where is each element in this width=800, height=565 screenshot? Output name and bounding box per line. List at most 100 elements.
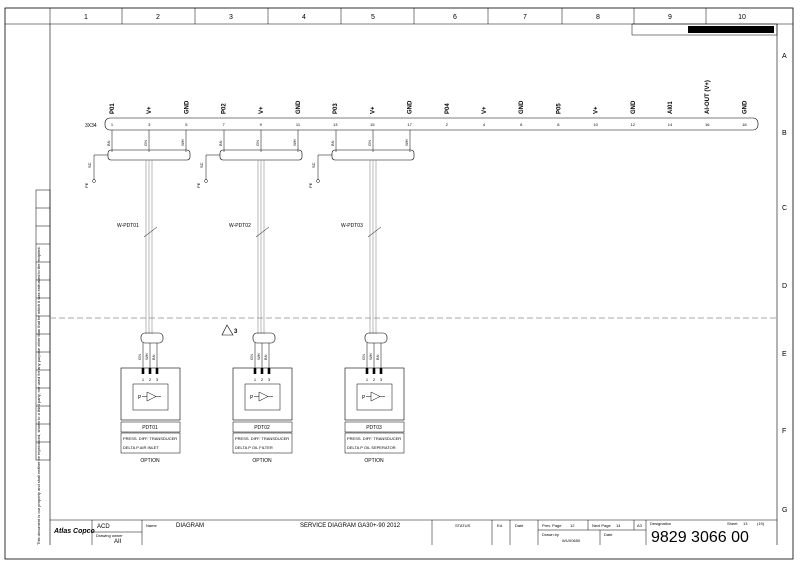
sensor-terminal: [267, 368, 271, 374]
sensor-desc-1: PRESS. DIFF. TRANSDUCER: [347, 436, 401, 441]
sheet-label: Sheet: [727, 521, 738, 526]
pin-label: GND: [408, 100, 414, 114]
sensor-wire-gn: GN: [137, 354, 142, 360]
terminal-number: 1: [366, 377, 369, 382]
column-label: 8: [596, 14, 600, 21]
pin-number: 16: [705, 122, 710, 127]
next-page-label: Next Page: [592, 523, 611, 528]
pin-label: P02: [222, 103, 228, 114]
date2-label: Date: [604, 532, 613, 537]
sensor-desc-2: DELTA P OIL FILTER: [235, 445, 273, 450]
drawing-owner-label: Drawing owner: [96, 533, 123, 538]
sensor-tag-box: [344, 421, 405, 433]
pe-terminal: [92, 179, 96, 183]
sensor-terminal: [253, 368, 257, 374]
column-label: 9: [668, 14, 672, 21]
sensor-option: OPTION: [252, 458, 272, 464]
shield-label: SC: [199, 162, 204, 168]
pin-label: V+: [259, 106, 265, 114]
pin-number: 14: [668, 122, 673, 127]
pin-label: V+: [594, 106, 600, 114]
sensor-wire-gn: GN: [361, 354, 366, 360]
shield-label: SC: [87, 162, 92, 168]
sensor-desc-box: [232, 432, 293, 454]
pin-label: P01: [110, 103, 116, 114]
pin-number: 1: [111, 122, 114, 127]
wire-wh-label: WH: [404, 139, 409, 146]
sensor-desc-box: [344, 432, 405, 454]
column-label: 2: [156, 14, 160, 21]
row-label: G: [782, 507, 787, 514]
revision-number: 3: [234, 329, 238, 335]
terminal-number: 3: [156, 377, 159, 382]
pin-number: 6: [520, 122, 523, 127]
sensor-symbol: P: [138, 395, 142, 401]
pin-number: 9: [260, 122, 263, 127]
wire-bn-label: BN: [330, 140, 335, 146]
column-label: 1: [84, 14, 88, 21]
pin-number: 5: [185, 122, 188, 127]
name-label: Name: [146, 523, 157, 528]
sensor-terminal: [260, 368, 264, 374]
title-block: [50, 519, 777, 545]
drawn-by-label: Drawn by: [542, 532, 559, 537]
wire-gn-label: GN: [255, 140, 260, 146]
edition-label: Ed.: [497, 523, 503, 528]
sensor-wire-bn: BN: [151, 354, 156, 360]
column-label: 4: [302, 14, 306, 21]
prev-page-value: 12: [570, 523, 575, 528]
pin-number: 8: [557, 122, 560, 127]
atlas-copco-logo: Atlas Copco: [53, 528, 96, 535]
drawn-by-value: WUX0650: [562, 538, 581, 543]
connector-pins: P011V+3GND5P027V+9GND11P0313V+15GND17P04…: [110, 80, 748, 127]
wire-wh-label: WH: [292, 139, 297, 146]
sheet-total: (19): [757, 521, 765, 526]
sensor-wire-bn: BN: [263, 354, 268, 360]
sensor-tag: PDT01: [142, 425, 158, 431]
pin-number: 10: [593, 122, 598, 127]
sensor-wire-wh: WH: [256, 353, 261, 360]
row-label: B: [782, 130, 787, 137]
connector-name: 3X34: [85, 123, 97, 129]
pin-label: AI-OUT (V+): [705, 80, 711, 114]
sensor-desc-1: PRESS. DIFF. TRANSDUCER: [123, 436, 177, 441]
amplifier-box: [356, 383, 393, 411]
sheet-number: 13: [743, 521, 748, 526]
row-label: D: [782, 283, 787, 290]
column-label: 6: [453, 14, 457, 21]
wire-bn-label: BN: [106, 140, 111, 146]
sensor-wire-wh: WH: [368, 353, 373, 360]
column-label: 5: [371, 14, 375, 21]
pin-number: 11: [296, 122, 301, 127]
sensor-tag: PDT02: [254, 425, 270, 431]
sensor-shield: [252, 332, 276, 344]
top-right-box: [631, 23, 778, 36]
row-label: F: [782, 428, 786, 435]
pin-label: GND: [742, 100, 748, 114]
next-page-value: 14: [616, 523, 621, 528]
terminal-number: 1: [142, 377, 145, 382]
sensor-symbol: P: [250, 395, 254, 401]
outer-frame: [4, 7, 794, 560]
connector-strip: [104, 117, 759, 131]
terminal-number: 2: [261, 377, 264, 382]
sensor-wire-wh: WH: [144, 353, 149, 360]
wire-bn-label: BN: [218, 140, 223, 146]
sensor-tag: PDT03: [366, 425, 382, 431]
wire-gn-label: GN: [367, 140, 372, 146]
terminal-number: 3: [268, 377, 271, 382]
designation-label: Designation: [650, 521, 671, 526]
cable-break: [367, 226, 382, 238]
sensor-terminal: [148, 368, 152, 374]
wire-gn-label: GN: [143, 140, 148, 146]
sensor-terminal: [379, 368, 383, 374]
pin-number: 4: [483, 122, 486, 127]
sensor-terminal: [155, 368, 159, 374]
sensor-desc-2: DELTA P OIL SEPERATOR: [347, 445, 396, 450]
amplifier-box: [132, 383, 169, 411]
column-markers: 1 2 3 4 5 6 7 8 9 10: [49, 8, 746, 24]
pin-label: GND: [519, 100, 525, 114]
